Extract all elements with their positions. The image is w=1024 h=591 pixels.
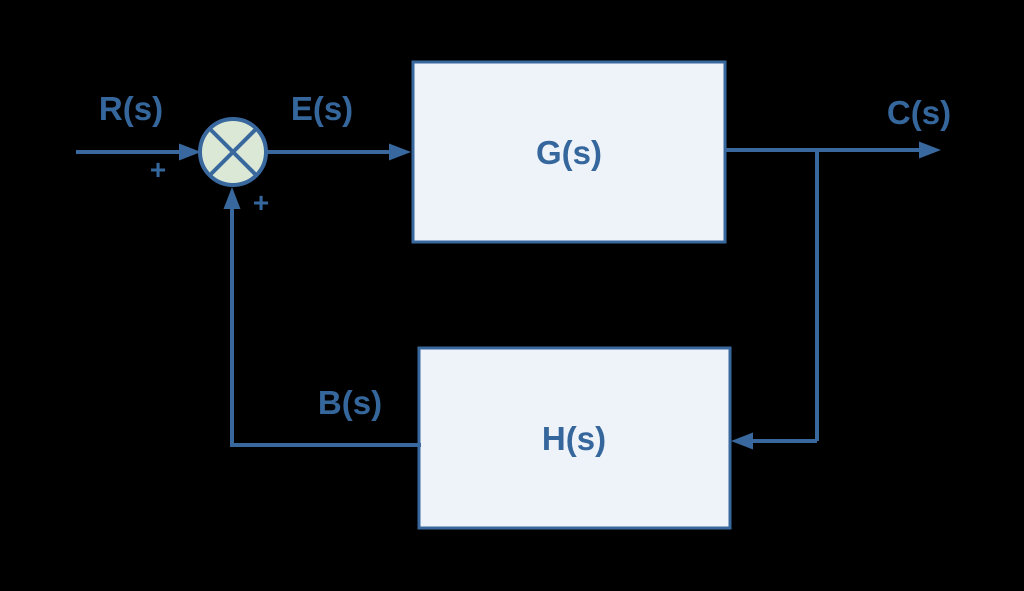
input-plus-sign: + bbox=[150, 154, 166, 185]
feedback-plus-sign: + bbox=[253, 187, 269, 218]
error-arrowhead-icon bbox=[389, 143, 411, 161]
forward-block bbox=[411, 60, 727, 244]
feedback-up-arrowhead-icon bbox=[223, 187, 241, 209]
input-arrowhead-icon bbox=[179, 143, 201, 161]
output-arrowhead-icon bbox=[919, 141, 941, 159]
input-label: R(s) bbox=[99, 90, 163, 127]
error-label: E(s) bbox=[291, 90, 353, 127]
feedback-block-label: H(s) bbox=[542, 420, 606, 457]
feedback-entry-arrowhead-icon bbox=[731, 432, 753, 450]
summing-junction-cross-line-2 bbox=[208, 127, 258, 177]
feedback-block bbox=[417, 346, 732, 530]
forward-block-label: G(s) bbox=[536, 134, 602, 171]
output-label: C(s) bbox=[887, 94, 951, 131]
feedback-label: B(s) bbox=[318, 384, 382, 421]
summing-junction-icon bbox=[198, 117, 268, 187]
